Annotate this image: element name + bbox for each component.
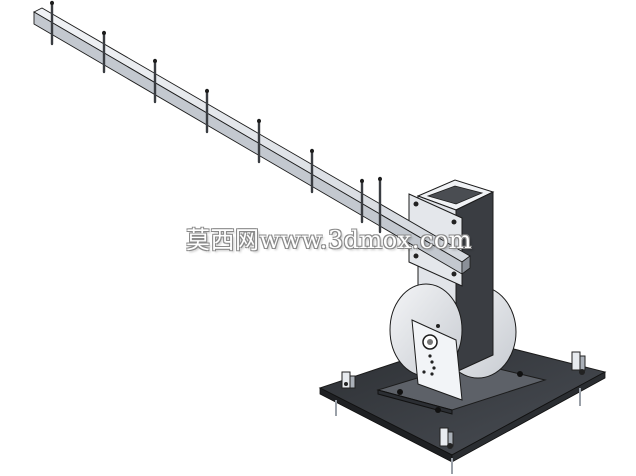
anchor-bracket-front: [439, 427, 454, 449]
anchor-bracket-right: [571, 351, 586, 375]
anchor-bracket-left: [341, 371, 356, 389]
element-caps: [50, 1, 382, 183]
tilt-disc-front: [389, 283, 463, 401]
watermark-text: 莫西网www.3dmox.com: [186, 226, 473, 254]
antenna-elements: [50, 0, 382, 234]
